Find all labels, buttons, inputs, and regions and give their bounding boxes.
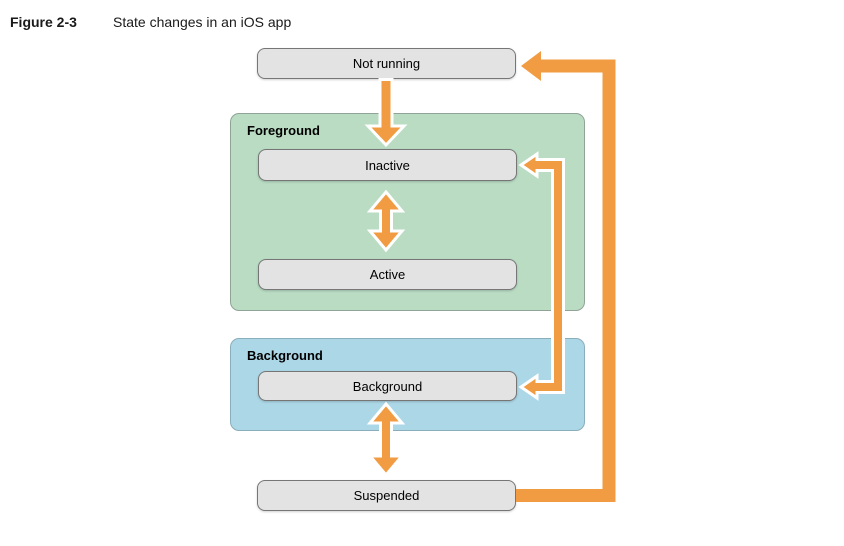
state-suspended: Suspended	[257, 480, 516, 511]
state-not-running: Not running	[257, 48, 516, 79]
state-active-label: Active	[369, 267, 406, 282]
state-background-label: Background	[352, 378, 423, 394]
figure-caption: Figure 2-3 State changes in an iOS app	[10, 14, 291, 30]
state-not-running-label: Not running	[352, 56, 421, 71]
group-background-label: Background	[247, 348, 323, 363]
state-active: Active	[258, 259, 517, 290]
state-background: Background	[258, 371, 517, 401]
figure-title: State changes in an iOS app	[113, 14, 292, 30]
state-inactive-label: Inactive	[365, 157, 410, 173]
group-foreground-label: Foreground	[247, 123, 320, 138]
state-suspended-label: Suspended	[353, 488, 420, 503]
figure-label: Figure 2-3	[10, 14, 77, 30]
state-inactive: Inactive	[258, 149, 517, 181]
